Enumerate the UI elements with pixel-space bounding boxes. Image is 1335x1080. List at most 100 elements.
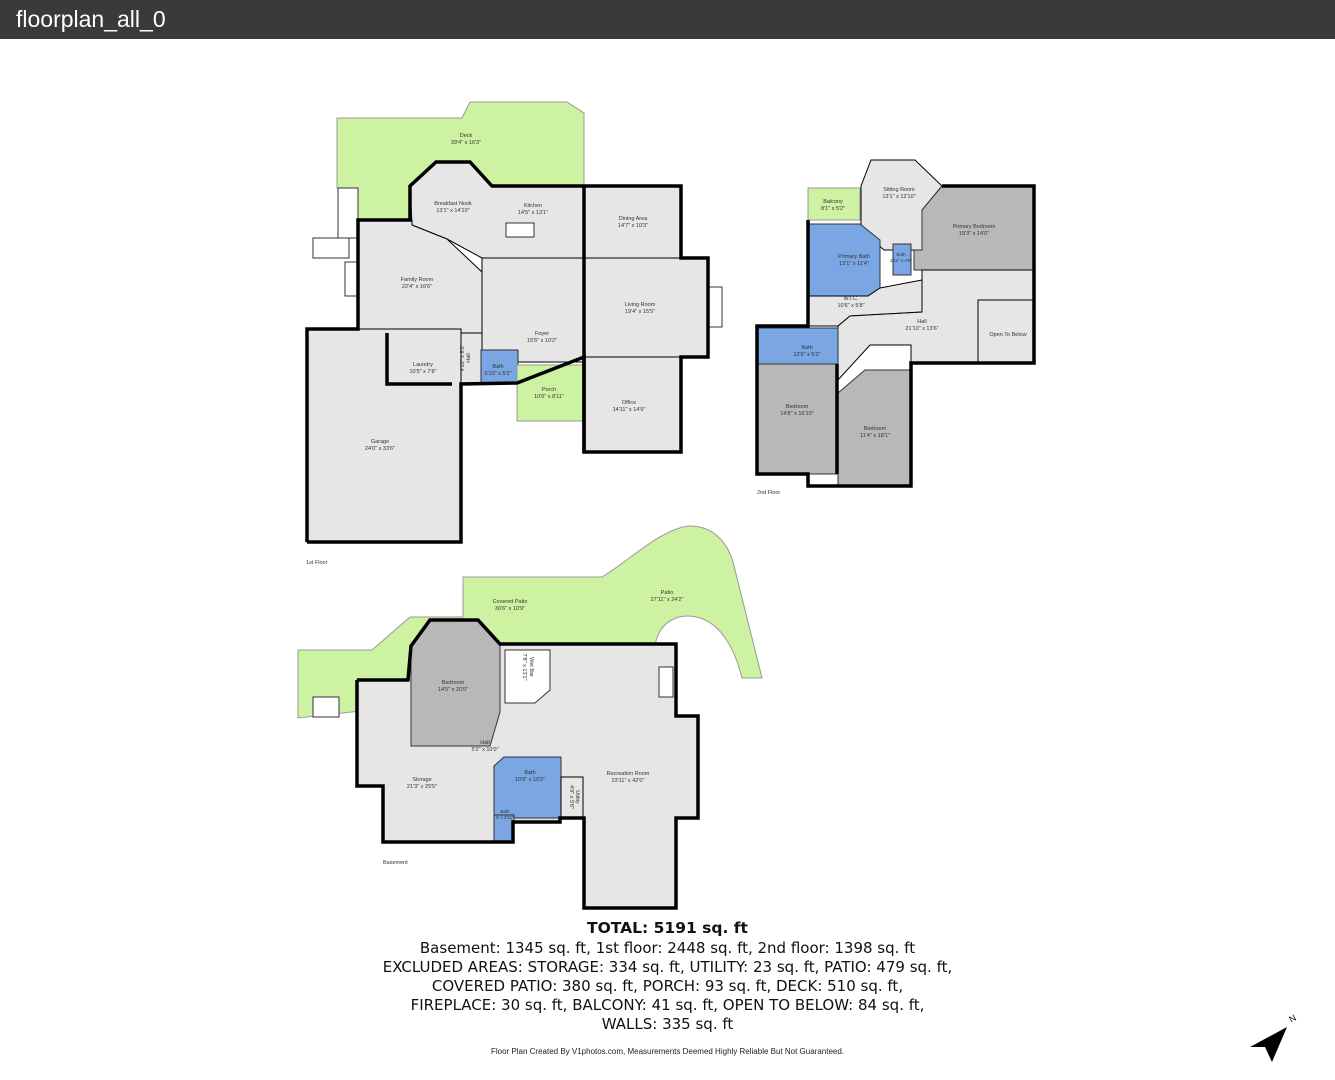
room-name-wic: W.I.C. [844,296,859,302]
deck-stairs [337,187,359,239]
second-floor-plan: Balcony 8'1" x 5'2" Sitting Room 13'1" x… [755,159,1036,496]
room-dims-garage: 24'0" x 33'6" [365,446,395,452]
room-name-bedroom-1: Bedroom [786,404,809,410]
patio-stairs [312,696,340,718]
room-name-bedroom: Bedroom [442,680,465,686]
room-dims-primary-bath: 13'1" x 11'4" [839,261,869,267]
room-dims-breakfast-nook: 13'1" x 14'10" [436,208,469,214]
room-dims-covered-patio: 30'6" x 10'9" [495,606,525,612]
footer-disclaimer: Floor Plan Created By V1photos.com, Meas… [490,1047,845,1056]
total-area: TOTAL: 5191 sq. ft [587,919,748,937]
room-dims-living: 19'4" x 15'5" [625,309,655,315]
fireplace [658,666,674,698]
wet-bar-counter [504,649,551,704]
area-breakdown-line: EXCLUDED AREAS: STORAGE: 334 sq. ft, UTI… [382,958,953,976]
dining-area [583,185,682,259]
room-name-office: Office [622,400,636,406]
room-dims-utility: 4'9" x 5'6" [568,785,574,809]
first-floor-labels: Deck 39'4" x 16'3" Breakfast Nook 13'1" … [306,133,656,566]
room-name-bath-small: Bath [896,252,906,257]
room-name-bath: Bath [801,345,812,351]
room-dims-primary-bedroom: 19'3" x 14'0" [959,231,989,237]
room-dims-storage: 21'3" x 25'5" [407,784,437,790]
room-dims-hall: 5'2" x 10'0" [471,747,498,753]
room-name-living: Living Room [625,302,656,308]
bath [756,327,839,365]
room-dims-sitting: 13'1" x 12'10" [882,194,915,200]
room-dims-porch: 10'6" x 8'11" [534,394,564,400]
floor-label-basement: Basement [383,860,408,866]
room-name-foyer: Foyer [535,331,549,337]
title-bar: floorplan_all_0 [0,0,1335,39]
room-name-laundry: Laundry [413,362,433,368]
room-name-primary-bath: Primary Bath [838,254,870,260]
room-name-kitchen: Kitchen [524,203,542,209]
room-name-family: Family Room [401,277,434,283]
room-dims-bath: 5'10" x 5'2" [484,371,511,377]
room-dims-laundry: 10'5" x 7'8" [409,369,436,375]
room-name-bath-small: Bath [500,809,510,814]
bath [480,349,519,384]
area-breakdown-line: Basement: 1345 sq. ft, 1st floor: 2448 s… [419,939,916,957]
garage [306,328,462,543]
open-to-below [977,299,1035,364]
room-name-covered-patio: Covered Patio [493,599,528,605]
area-breakdown-line: FIREPLACE: 30 sq. ft, BALCONY: 41 sq. ft… [410,996,925,1014]
room-name-bath: Bath [524,770,535,776]
room-dims-patio: 27'11" x 24'2" [651,597,684,603]
room-name-primary-bedroom: Primary Bedroom [953,224,996,230]
bedroom-1 [756,363,838,475]
room-name-sitting: Sitting Room [883,187,915,193]
room-name-storage: Storage [412,777,431,783]
room-name-dining: Dining Area [619,216,648,222]
room-name-hall: Hall [466,353,472,362]
area-breakdown-line: WALLS: 335 sq. ft [601,1015,734,1033]
bath-small [892,243,912,276]
compass-label: N [1287,1013,1298,1025]
deck-stairs [312,237,350,259]
room-name-patio: Patio [661,590,674,596]
second-floor-labels: Balcony 8'1" x 5'2" Sitting Room 13'1" x… [757,187,1027,496]
room-dims-wet-bar: 7'8" x 13'1" [521,653,527,680]
room-name-porch: Porch [542,387,556,393]
room-dims-kitchen: 14'5" x 13'1" [518,210,548,216]
porch [516,364,584,422]
room-dims-recreation: 23'11" x 42'0" [612,778,645,784]
kitchen-island [505,222,535,238]
room-dims-office: 14'11" x 14'9" [613,407,646,413]
room-name-breakfast-nook: Breakfast Nook [434,201,472,207]
fireplace [707,286,723,328]
room-name-bedroom-2: Bedroom [864,426,887,432]
window-title: floorplan_all_0 [16,6,166,32]
room-name-balcony: Balcony [823,199,843,205]
first-floor-plan: Deck 39'4" x 16'3" Breakfast Nook 13'1" … [305,101,723,566]
room-dims-bath: 12'6" x 5'2" [793,352,820,358]
living-room [583,257,709,358]
room-dims-family: 22'4" x 16'6" [402,284,432,290]
room-dims-wic: 10'6" x 5'8" [837,303,864,309]
north-arrow-icon: N [1250,1013,1298,1062]
room-dims-bath: 10'9" x 10'2" [515,777,545,783]
room-name-garage: Garage [371,439,389,445]
room-dims-bedroom-1: 14'8" x 16'10" [780,411,813,417]
room-dims-dining: 14'7" x 10'3" [618,223,648,229]
room-name-hall: Hall [480,740,489,746]
room-dims-deck: 39'4" x 16'3" [451,140,481,146]
room-name-open-to-below: Open To Below [989,332,1026,338]
area-breakdown-line: COVERED PATIO: 380 sq. ft, PORCH: 93 sq.… [431,977,904,995]
floor-label-1st: 1st Floor [306,560,328,566]
room-dims-foyer: 15'5" x 10'2" [527,338,557,344]
room-name-recreation: Recreation Room [607,771,650,777]
basement-labels: Covered Patio 30'6" x 10'9" Patio 27'11"… [383,590,683,866]
room-name-wet-bar: Wet Bar [528,657,534,677]
floor-label-2nd: 2nd Floor [757,490,780,496]
room-name-utility: Utility [574,790,580,804]
room-dims-hall: 4'10" x 8'0" [460,344,466,371]
room-dims-bath-small: 2'11" x 4'9" [890,258,912,263]
room-dims-bath-small: 6' x 5'11" [496,815,514,820]
balcony [807,187,861,221]
fireplace [344,261,358,297]
room-name-deck: Deck [460,133,473,139]
room-dims-hall: 21'10" x 13'6" [905,326,938,332]
